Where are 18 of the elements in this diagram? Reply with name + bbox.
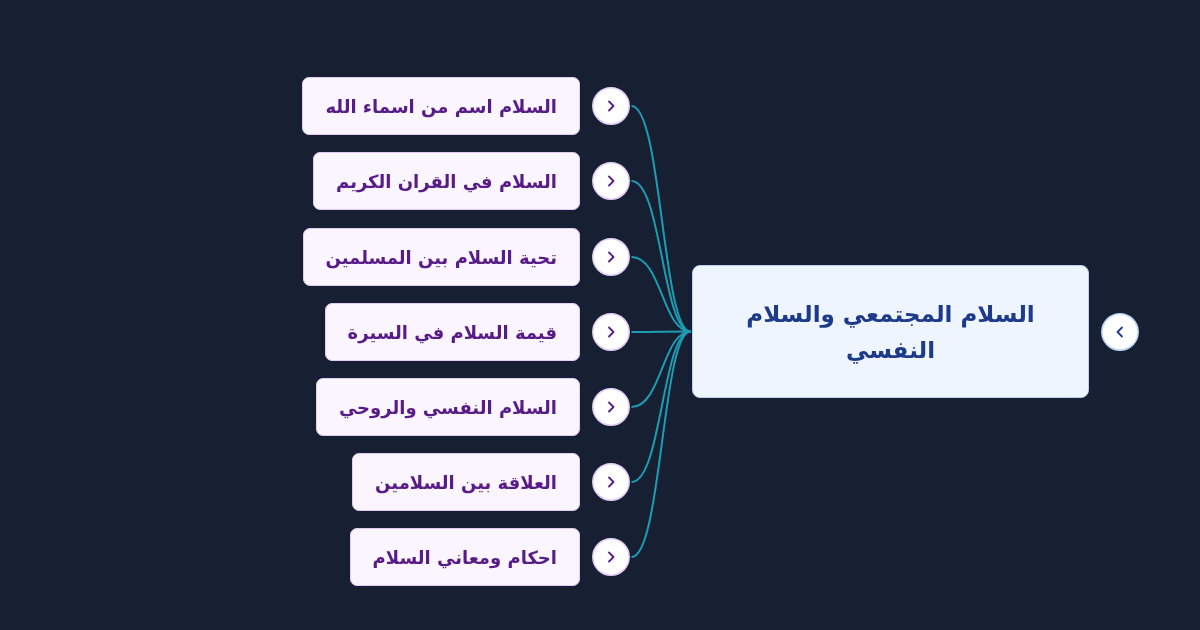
topic-text: احكام ومعاني السلام — [372, 546, 557, 568]
topic-text: العلاقة بين السلامين — [375, 471, 557, 493]
subtopic-box — [315, 378, 580, 436]
subtopic-box — [302, 228, 580, 286]
topic-text: السلام المجتمعي والسلام النفسي — [745, 299, 1036, 366]
connector-line — [630, 256, 692, 333]
topic-text: السلام النفسي والروحي — [338, 396, 557, 418]
topic-box — [692, 265, 1089, 398]
subtopic-box — [302, 77, 580, 135]
topic-text: تحية السلام بين المسلمين — [325, 246, 557, 268]
subtopic-box — [324, 303, 580, 361]
subtopic-box — [349, 528, 580, 586]
connector-line — [630, 330, 692, 558]
subtopic-box — [313, 152, 580, 210]
subtopic-box — [352, 453, 580, 511]
topic-text: قيمة السلام في السيرة — [347, 321, 557, 343]
topic-text: السلام اسم من اسماء الله — [325, 95, 557, 117]
topic-text: السلام في القران الكريم — [336, 170, 557, 192]
